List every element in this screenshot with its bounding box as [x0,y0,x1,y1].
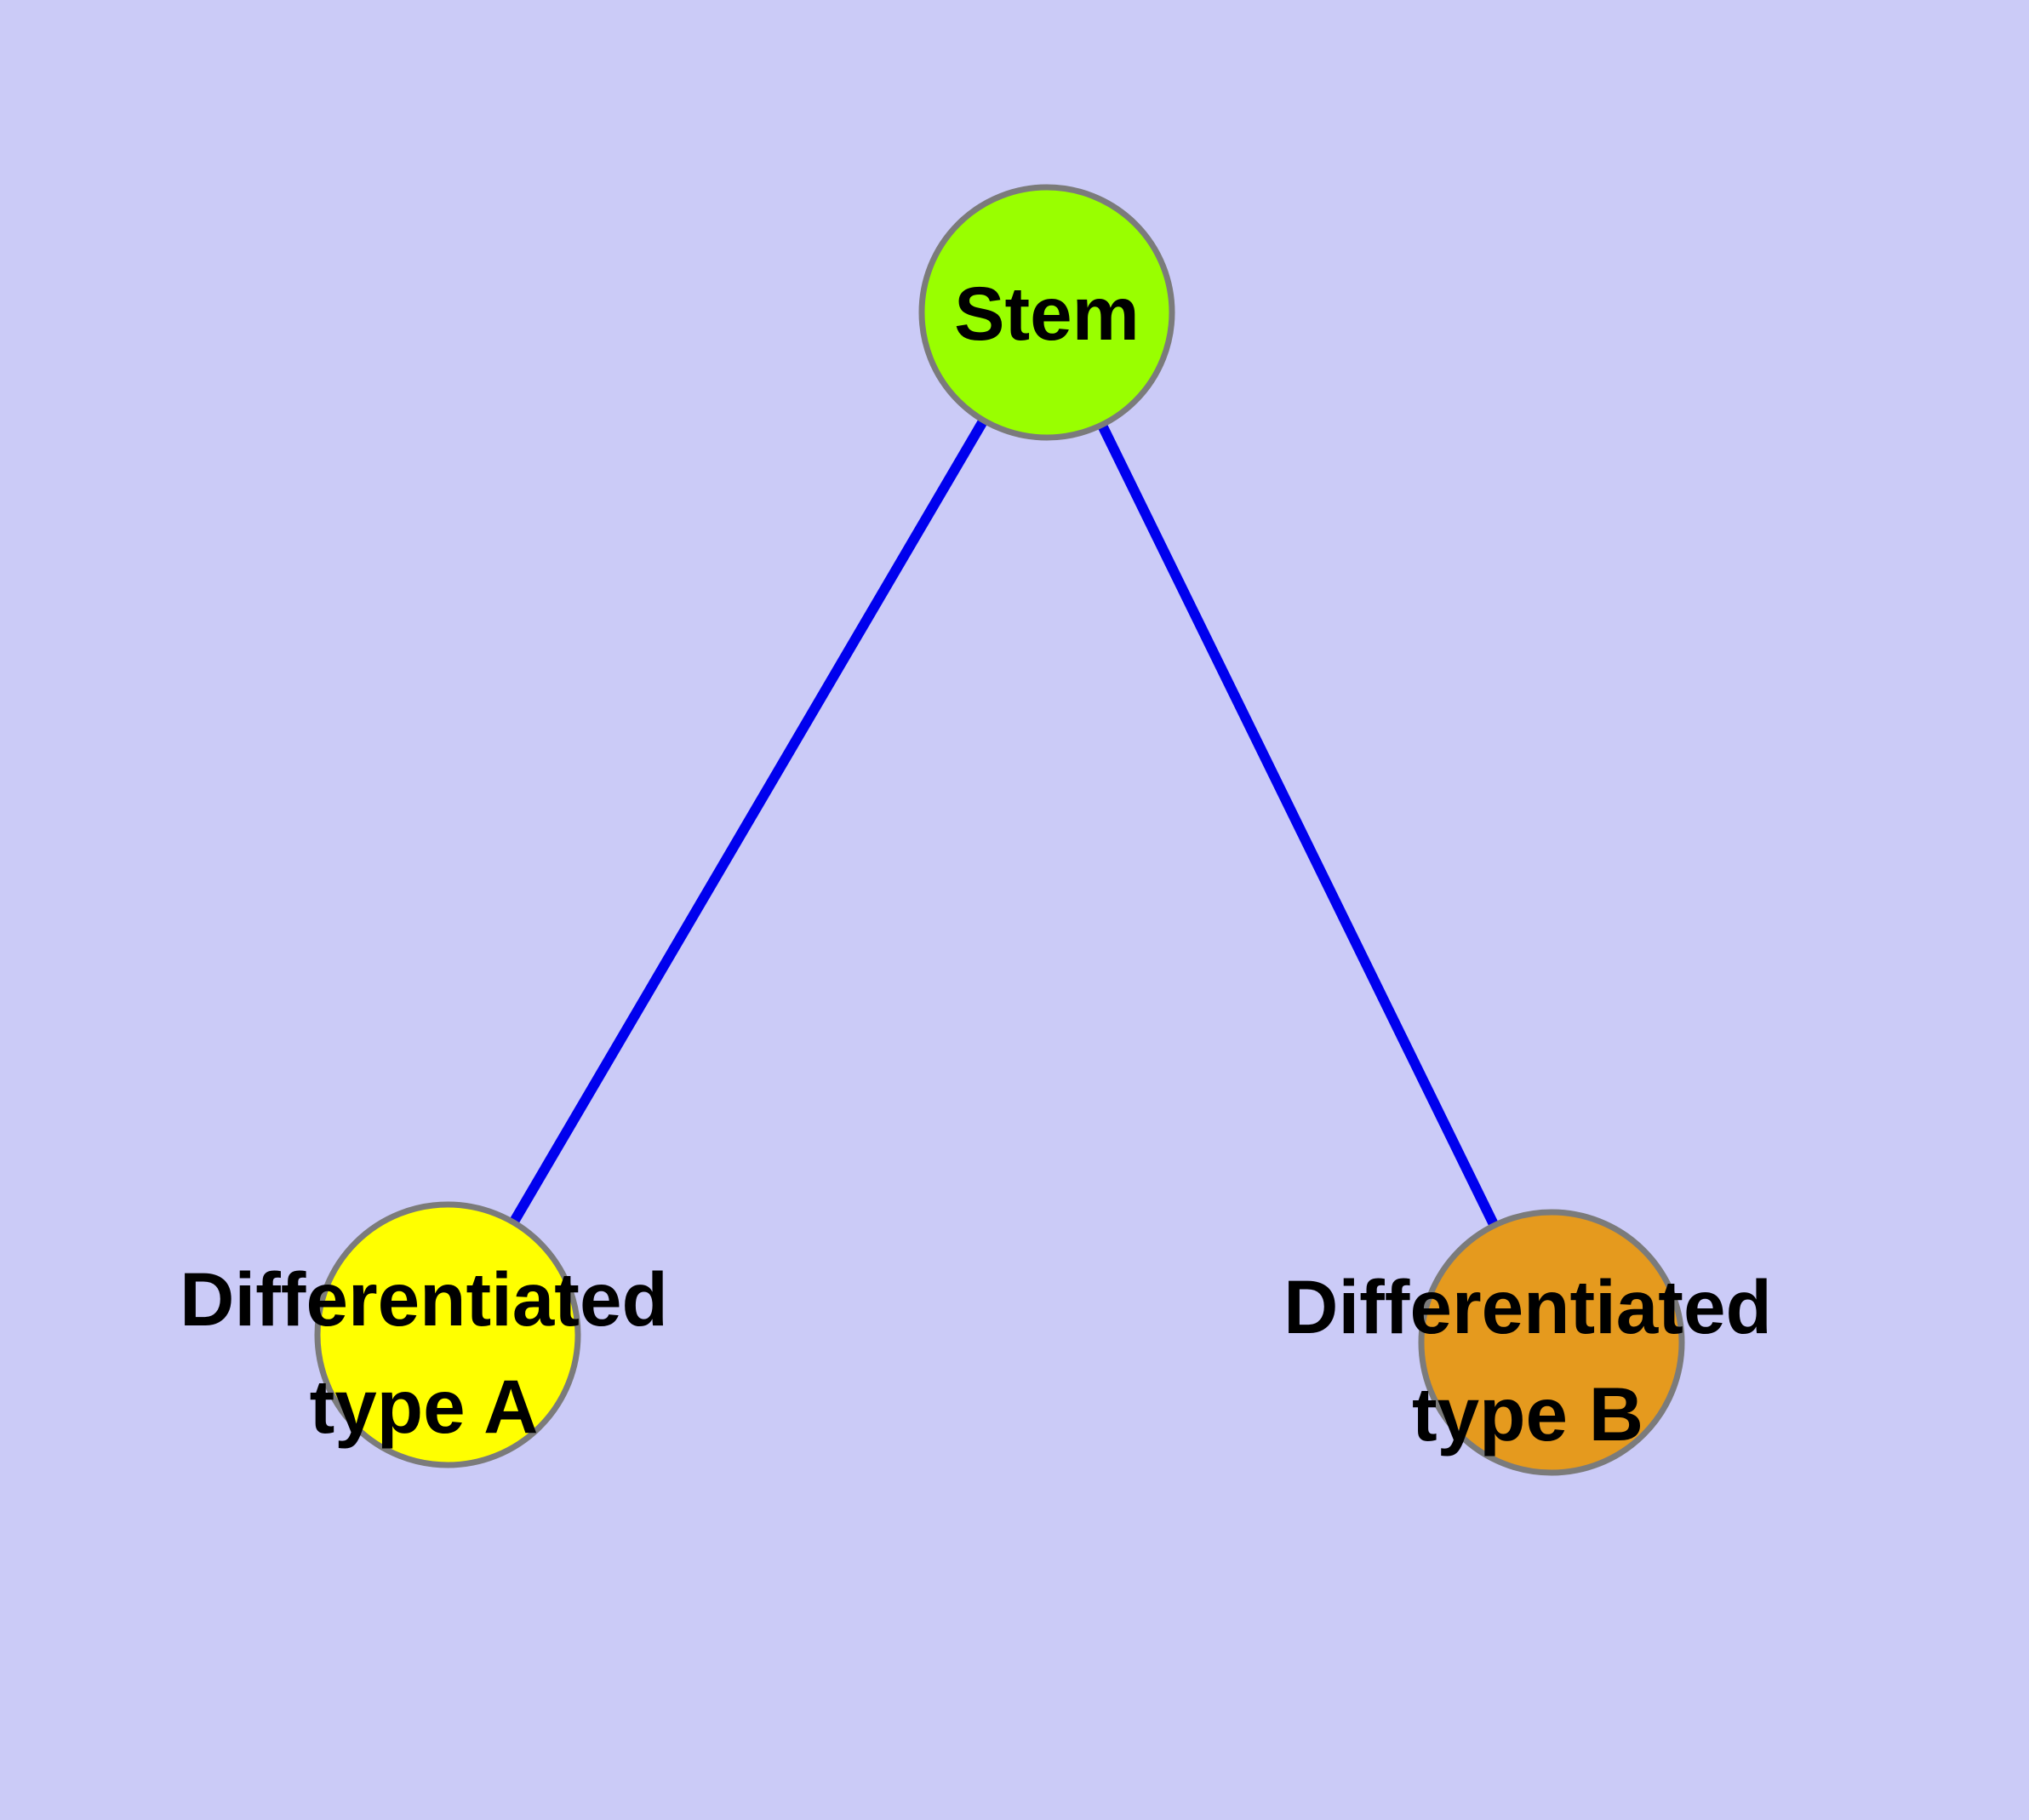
edge-stem-to-differentiated-type-a [443,309,1052,1338]
nodes-layer [314,184,1685,1476]
node-label-stem: Stem [954,271,1140,356]
edge-stem-to-differentiated-type-b [1042,310,1557,1345]
node-differentiated-type-a [314,1201,581,1468]
edges-layer [443,309,1557,1345]
node-differentiated-type-b [1418,1209,1685,1476]
node-stem [918,184,1175,441]
